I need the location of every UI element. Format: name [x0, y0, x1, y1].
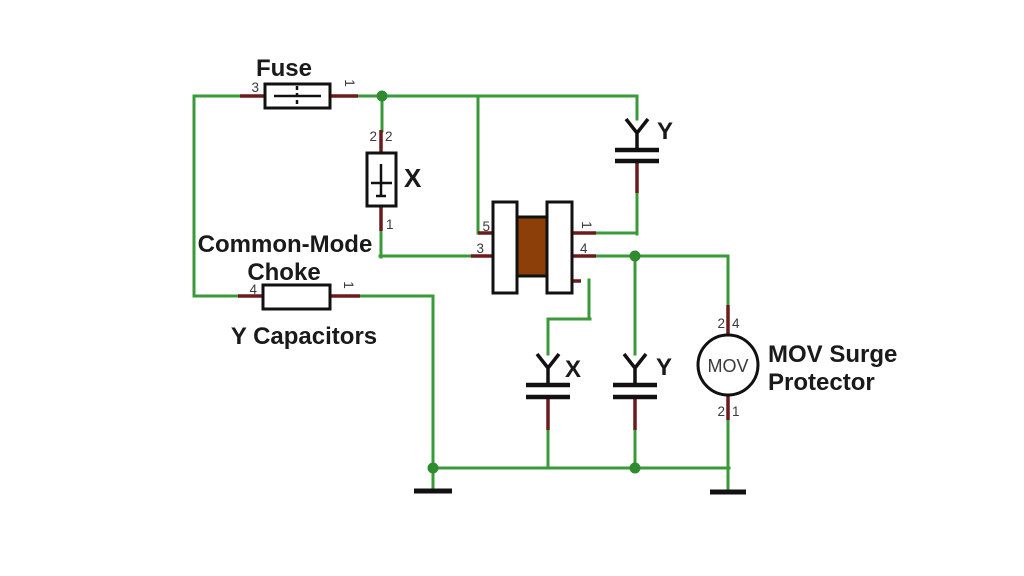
mov-pin-top-right: 4	[732, 316, 740, 331]
common-mode-choke-label-line2: Choke	[247, 259, 320, 286]
x-capacitor-top: X 2 2 1	[365, 129, 422, 232]
x-capacitor-bottom: X	[526, 352, 581, 400]
mov-component: MOV 2 4 2 1 MOV Surge Protector	[696, 316, 897, 419]
lower-inductor-pin-left: 4	[249, 282, 257, 297]
x-capacitor-top-pin-right: 2	[385, 129, 393, 144]
y-capacitor-bottom: Y	[613, 352, 672, 400]
y-capacitors-label: Y Capacitors	[231, 323, 377, 350]
mov-caption-line2: Protector	[768, 369, 875, 396]
lower-inductor-pin-right: 1	[341, 281, 356, 289]
ground-symbols	[414, 488, 746, 495]
y-capacitor-top-chevron	[624, 117, 650, 150]
choke-pin-left-top: 5	[482, 219, 490, 234]
mov-pin-bottom-left: 2	[717, 404, 725, 419]
mov-body	[696, 333, 760, 397]
x-capacitor-top-pin-left: 2	[369, 129, 377, 144]
mov-pin-top-left: 2	[717, 316, 725, 331]
choke-pin-left-bottom: 3	[476, 241, 484, 256]
choke-core	[515, 217, 549, 276]
fuse-component: Fuse 3 1	[251, 55, 357, 110]
pin-leads	[238, 94, 730, 430]
junction-dot-top	[376, 90, 388, 102]
junction-dot-rail-right	[629, 462, 641, 474]
x-capacitor-bottom-label: X	[565, 356, 581, 383]
choke-pin-right-top: 1	[579, 221, 594, 229]
junction-dot-mid	[629, 250, 641, 262]
common-mode-choke-component: 5 3 1 4	[476, 200, 594, 295]
fuse-pin-right: 1	[342, 79, 357, 87]
lower-inductor-body	[261, 283, 332, 311]
y-capacitor-top-right: Y	[615, 117, 673, 164]
junction-dots	[376, 90, 641, 474]
choke-right-winding	[545, 200, 574, 295]
common-mode-choke-label-line1: Common-Mode	[198, 231, 373, 258]
x-capacitor-top-pin-bottom: 1	[386, 217, 394, 232]
wires	[192, 94, 731, 492]
fuse-pin-left: 3	[251, 80, 259, 95]
lower-inductor-component: 4 1 Common-Mode Choke Y Capacitors	[198, 231, 377, 350]
mov-pin-bottom-right: 1	[732, 404, 740, 419]
mov-symbol-text: MOV	[707, 356, 748, 376]
y-capacitor-bottom-chevron	[622, 352, 648, 385]
y-capacitor-bottom-label: Y	[656, 354, 672, 381]
x-capacitor-top-label: X	[404, 163, 422, 193]
choke-left-winding	[491, 200, 519, 295]
choke-pin-right-bottom: 4	[580, 241, 588, 256]
fuse-label: Fuse	[256, 55, 312, 82]
x-capacitor-bottom-chevron	[535, 352, 561, 385]
y-capacitor-top-label: Y	[657, 118, 673, 145]
mov-caption-line1: MOV Surge	[768, 341, 897, 368]
junction-dot-rail-left	[427, 462, 439, 474]
